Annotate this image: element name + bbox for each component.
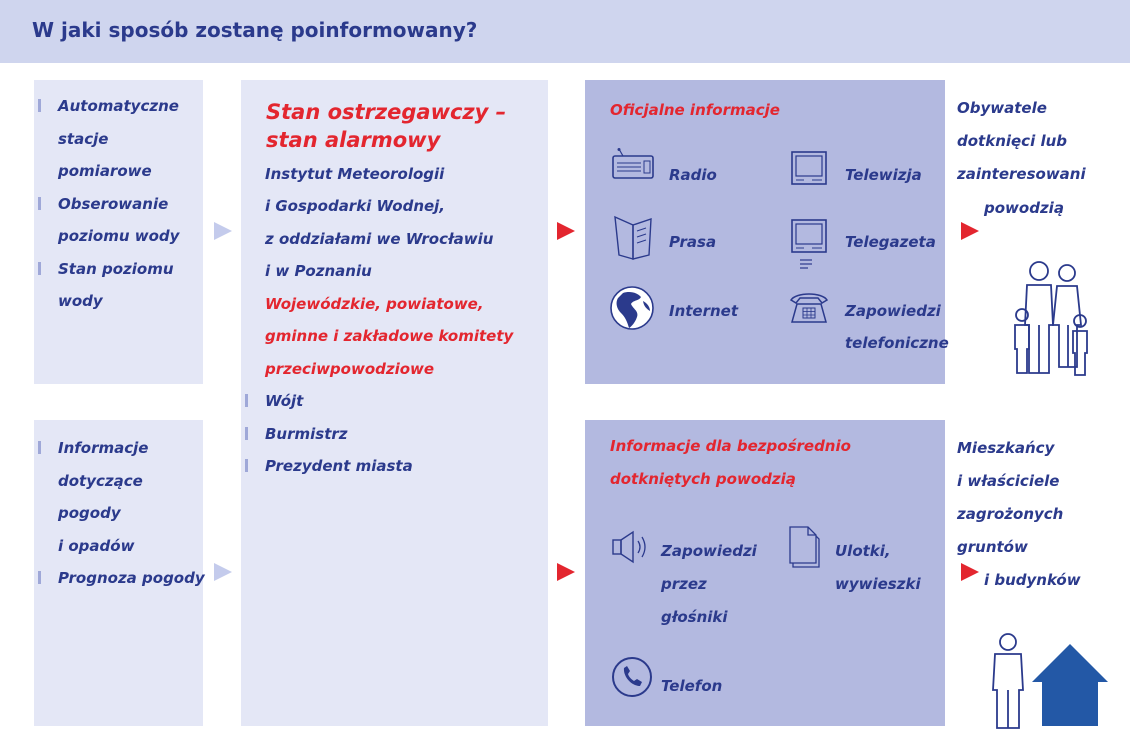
person-icon xyxy=(992,633,1024,729)
telephone-label: Telefon xyxy=(661,677,723,695)
audience-top-line: zainteresowani xyxy=(957,165,1086,183)
official-item: Wójt xyxy=(241,385,413,418)
direct-info-title: dotkniętych powodzią xyxy=(610,470,796,488)
phone-label: Zapowiedzi xyxy=(845,302,941,320)
imgw-line: Instytut Meteorologii xyxy=(265,165,445,183)
house-icon xyxy=(1032,644,1108,726)
audience-top-line: powodzią xyxy=(984,199,1064,217)
source-item: Informacje xyxy=(34,432,205,465)
radio-label: Radio xyxy=(669,166,717,184)
radio-icon xyxy=(612,148,654,179)
leaflets-label: Ulotki, xyxy=(835,542,891,560)
source-item: pogody xyxy=(58,504,121,522)
alert-state-title: stan alarmowy xyxy=(266,128,441,152)
source-item: stacje xyxy=(58,129,109,148)
source-item: Obserowanie xyxy=(34,188,179,221)
phone-label: telefoniczne xyxy=(845,334,949,352)
newspaper-icon xyxy=(614,215,652,260)
audience-top-line: Obywatele xyxy=(957,99,1047,117)
document-icon xyxy=(789,526,820,568)
phone-handset-icon xyxy=(612,657,652,697)
source-item: i opadów xyxy=(58,536,135,555)
arrow-right-icon xyxy=(557,563,575,581)
source-item: Prognoza pogody xyxy=(34,562,205,595)
tv-icon xyxy=(791,151,827,185)
telephone-icon xyxy=(789,293,829,323)
imgw-line: i Gospodarki Wodnej, xyxy=(265,197,446,215)
tv-label: Telewizja xyxy=(845,166,922,184)
teletext-label: Telegazeta xyxy=(845,233,936,251)
committees-line: Wojewódzkie, powiatowe, xyxy=(265,295,484,313)
source-item: Automatyczne xyxy=(34,90,179,123)
source-item: wody xyxy=(58,292,103,310)
speakers-label: głośniki xyxy=(661,608,728,626)
arrow-right-icon xyxy=(214,563,232,581)
audience-top-line: dotknięci lub xyxy=(957,132,1067,150)
imgw-line: z oddziałami we Wrocławiu xyxy=(265,230,494,248)
audience-bottom-line: zagrożonych xyxy=(957,505,1064,523)
audience-bottom-line: gruntów xyxy=(957,538,1028,556)
arrow-right-icon xyxy=(961,563,979,581)
audience-bottom-line: i budynków xyxy=(984,571,1081,589)
imgw-line: i w Poznaniu xyxy=(265,262,372,280)
page-title: W jaki sposób zostanę poinformowany? xyxy=(32,18,478,42)
source-item: Stan poziomu xyxy=(34,253,179,286)
arrow-right-icon xyxy=(961,222,979,240)
official-item: Burmistrz xyxy=(241,418,413,451)
alert-state-box: Stan ostrzegawczy – stan alarmowy Instyt… xyxy=(241,80,548,726)
speaker-icon xyxy=(612,530,646,564)
source-item: poziomu wody xyxy=(58,227,180,245)
internet-label: Internet xyxy=(669,302,739,320)
source-item: dotyczące xyxy=(58,471,143,490)
official-item: Prezydent miasta xyxy=(241,450,413,483)
source-item: pomiarowe xyxy=(58,162,152,180)
family-icon xyxy=(1014,261,1088,376)
direct-info-title: Informacje dla bezpośrednio xyxy=(610,437,851,455)
alert-state-title: Stan ostrzegawczy – xyxy=(266,100,507,124)
globe-icon xyxy=(610,286,654,330)
speakers-label: przez xyxy=(661,575,707,593)
official-info-title: Oficjalne informacje xyxy=(610,101,780,119)
committees-line: przeciwpowodziowe xyxy=(265,360,435,378)
sources-top-box: Automatyczne stacje pomiarowe Obserowani… xyxy=(34,80,203,384)
press-label: Prasa xyxy=(669,233,717,251)
sources-bottom-box: Informacje dotyczące pogody i opadów Pro… xyxy=(34,420,205,726)
leaflets-label: wywieszki xyxy=(835,575,921,593)
audience-bottom-line: Mieszkańcy xyxy=(957,439,1055,457)
teletext-icon xyxy=(791,219,827,269)
audience-bottom-line: i właściciele xyxy=(957,472,1060,490)
committees-line: gminne i zakładowe komitety xyxy=(265,327,514,345)
header-bar: W jaki sposób zostanę poinformowany? xyxy=(0,0,1130,63)
arrow-right-icon xyxy=(214,222,232,240)
arrow-right-icon xyxy=(557,222,575,240)
speakers-label: Zapowiedzi xyxy=(661,542,757,560)
official-info-box: Oficjalne informacje Radio Telewizja Pra… xyxy=(585,80,949,384)
direct-info-box: Informacje dla bezpośrednio dotkniętych … xyxy=(585,420,945,726)
